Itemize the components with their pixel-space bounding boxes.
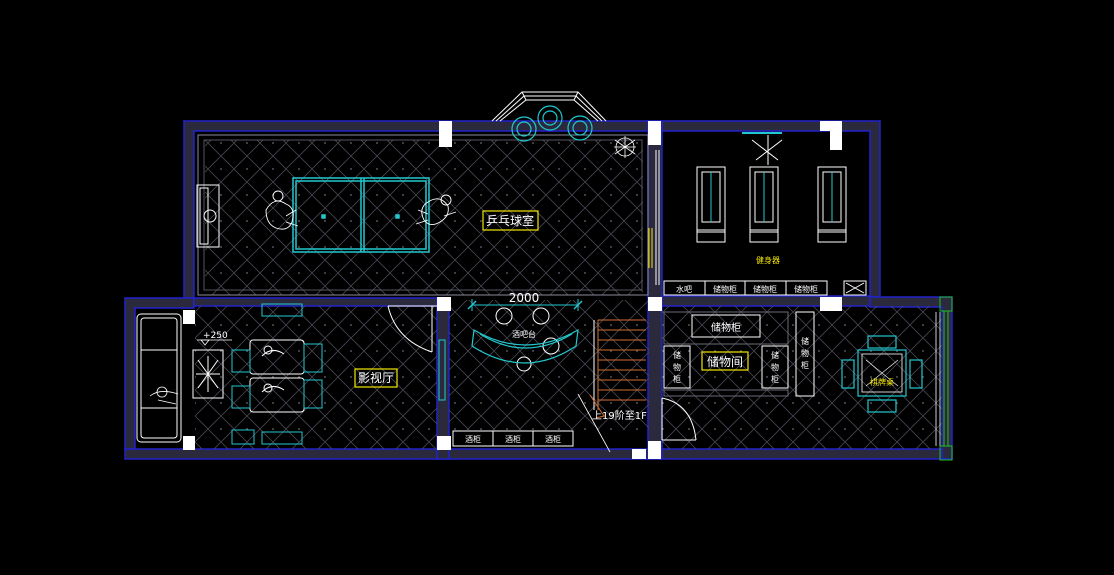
elevation-label: +250 (203, 331, 228, 341)
wine-cabinet-row (452, 430, 574, 447)
reclining-person (149, 386, 179, 405)
mahjong-set (841, 335, 923, 413)
stair-note-label: 上19阶至1F (592, 409, 647, 422)
wine-cabinet-1: 酒柜 (465, 434, 481, 444)
staircase (589, 319, 646, 419)
lounge-wall-lines (935, 312, 941, 446)
cabinet-storage-3: 储物柜 (794, 284, 818, 294)
room-label-table-tennis: 乒乓球室 (486, 213, 534, 228)
gym-partition (648, 228, 653, 268)
dimension-label: 2000 (509, 291, 540, 305)
theater-door (387, 305, 437, 353)
gym-room (742, 132, 783, 165)
theater-screen-wall (438, 339, 446, 401)
cabinet-storage-1: 储物柜 (713, 284, 737, 294)
bar-counter (471, 328, 579, 364)
treadmills (696, 166, 847, 243)
sideboard-left (196, 184, 220, 248)
gym-door-frame (655, 150, 660, 285)
theater-seats (231, 303, 323, 445)
storage-cabinet-top: 储物柜 (711, 321, 741, 334)
storage-cabinet-far-right: 储物柜 (801, 336, 809, 370)
storage-cabinet-left: 储物柜 (673, 350, 681, 384)
theater-label-box: 影视厅 (354, 368, 398, 388)
green-window-frame (939, 296, 953, 461)
plant-decoration (614, 136, 636, 158)
gym-equipment-label: 健身器 (756, 255, 780, 265)
wine-cabinet-2: 酒柜 (505, 434, 521, 444)
cabinet-storage-2: 储物柜 (753, 284, 777, 294)
floor-tiles (195, 134, 942, 449)
dimension-line (467, 299, 583, 311)
wine-cabinet-3: 酒柜 (545, 434, 561, 444)
storage-room-label-box: 储物间 (701, 351, 749, 371)
tt-room-label-box: 乒乓球室 (482, 210, 539, 231)
elevation-mark: +250 (197, 331, 232, 346)
stair-door (661, 397, 697, 441)
cabinet-water-bar: 水吧 (676, 284, 692, 294)
stair-break-line (577, 393, 611, 453)
gym-cabinet-row (663, 280, 867, 296)
bay-chairs (511, 105, 593, 142)
coffee-table (192, 349, 224, 399)
storage-cabinet-right: 储物柜 (771, 350, 779, 384)
room-label-home-theater: 影视厅 (358, 370, 394, 385)
bay-window (491, 91, 607, 122)
bar-stools (495, 307, 560, 372)
room-label-storage: 储物间 (707, 354, 743, 369)
mahjong-table-label: 棋牌桌 (870, 377, 894, 387)
window-openings (183, 121, 842, 459)
home-theater-sofa (136, 313, 182, 443)
storage-cabinets (663, 311, 815, 397)
bar-counter-label: 酒吧台 (512, 329, 536, 339)
player-figures (265, 190, 457, 230)
